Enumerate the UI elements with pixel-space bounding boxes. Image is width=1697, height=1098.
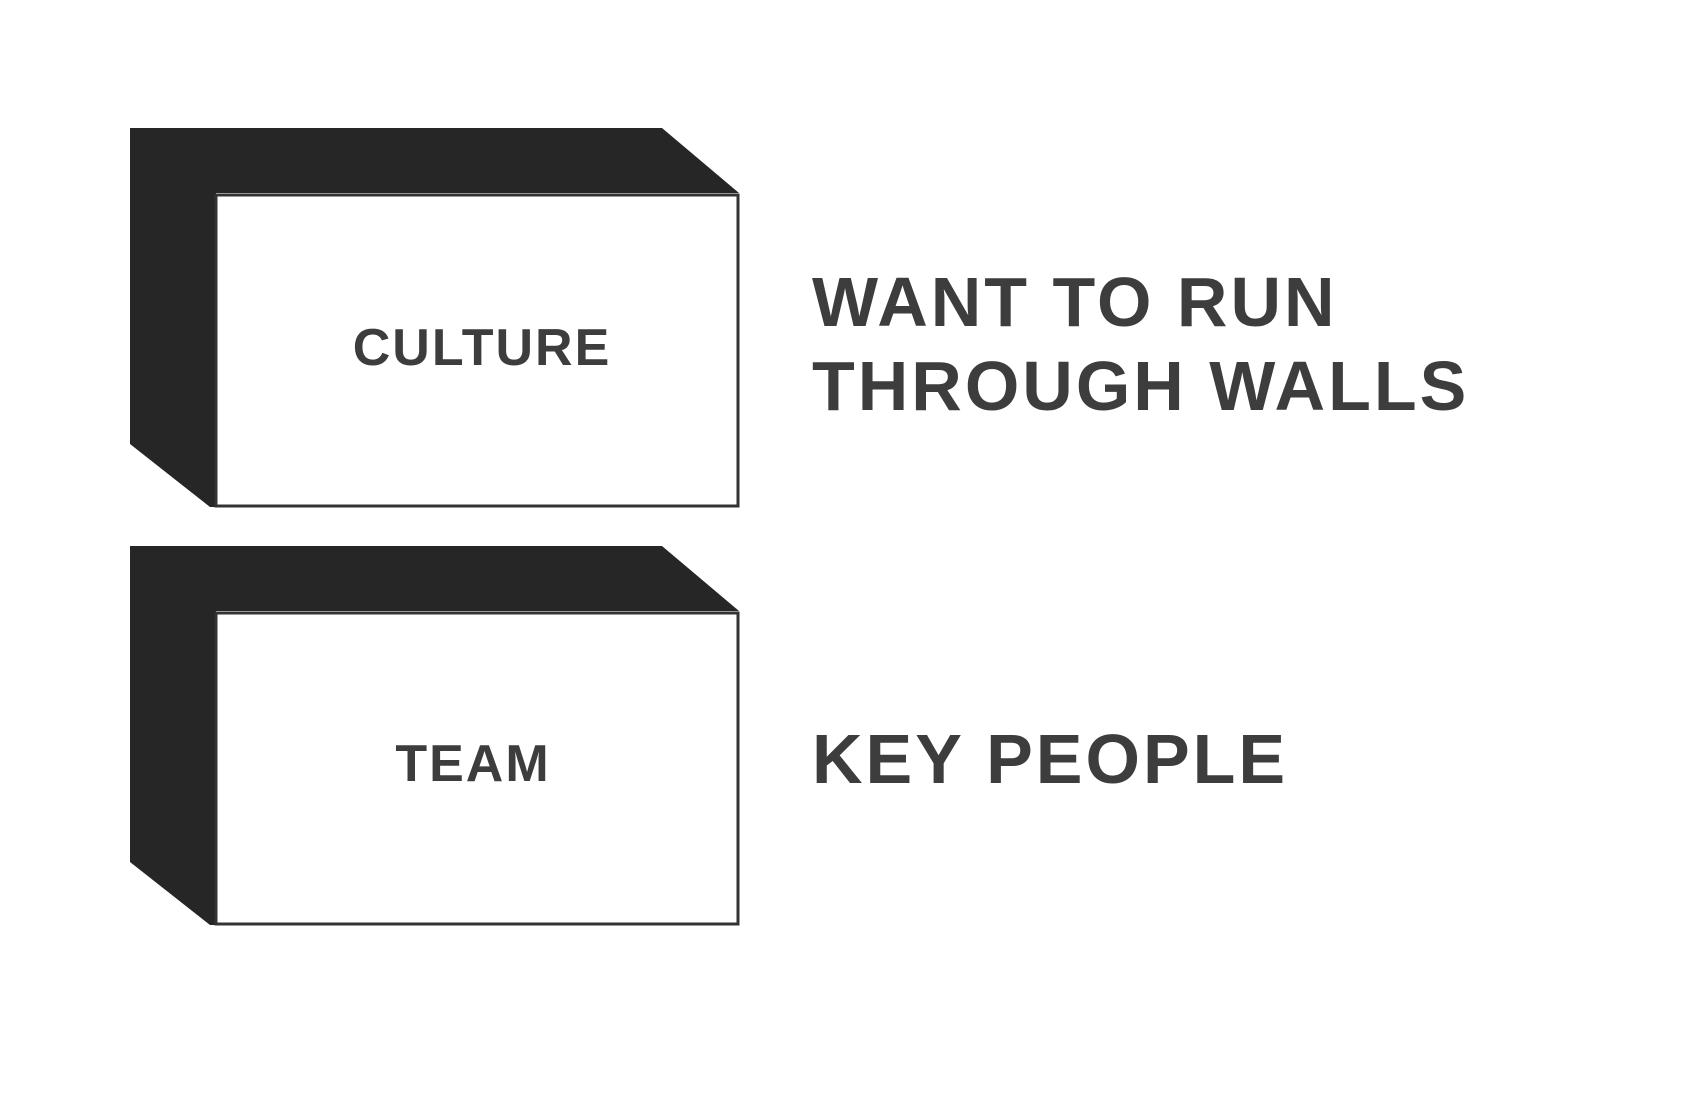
team-block-shadow — [130, 546, 739, 925]
culture-description-line-1: WANT TO RUN — [812, 263, 1338, 341]
culture-label: CULTURE — [353, 319, 612, 377]
culture-description-line-2: THROUGH WALLS — [812, 347, 1469, 425]
team-label: TEAM — [395, 735, 550, 793]
team-block: TEAM — [130, 546, 740, 926]
team-block-face — [214, 611, 740, 926]
culture-block: CULTURE — [130, 128, 740, 508]
team-description: KEY PEOPLE — [812, 720, 1288, 798]
culture-block-shadow — [130, 128, 739, 507]
culture-block-face — [214, 193, 740, 508]
